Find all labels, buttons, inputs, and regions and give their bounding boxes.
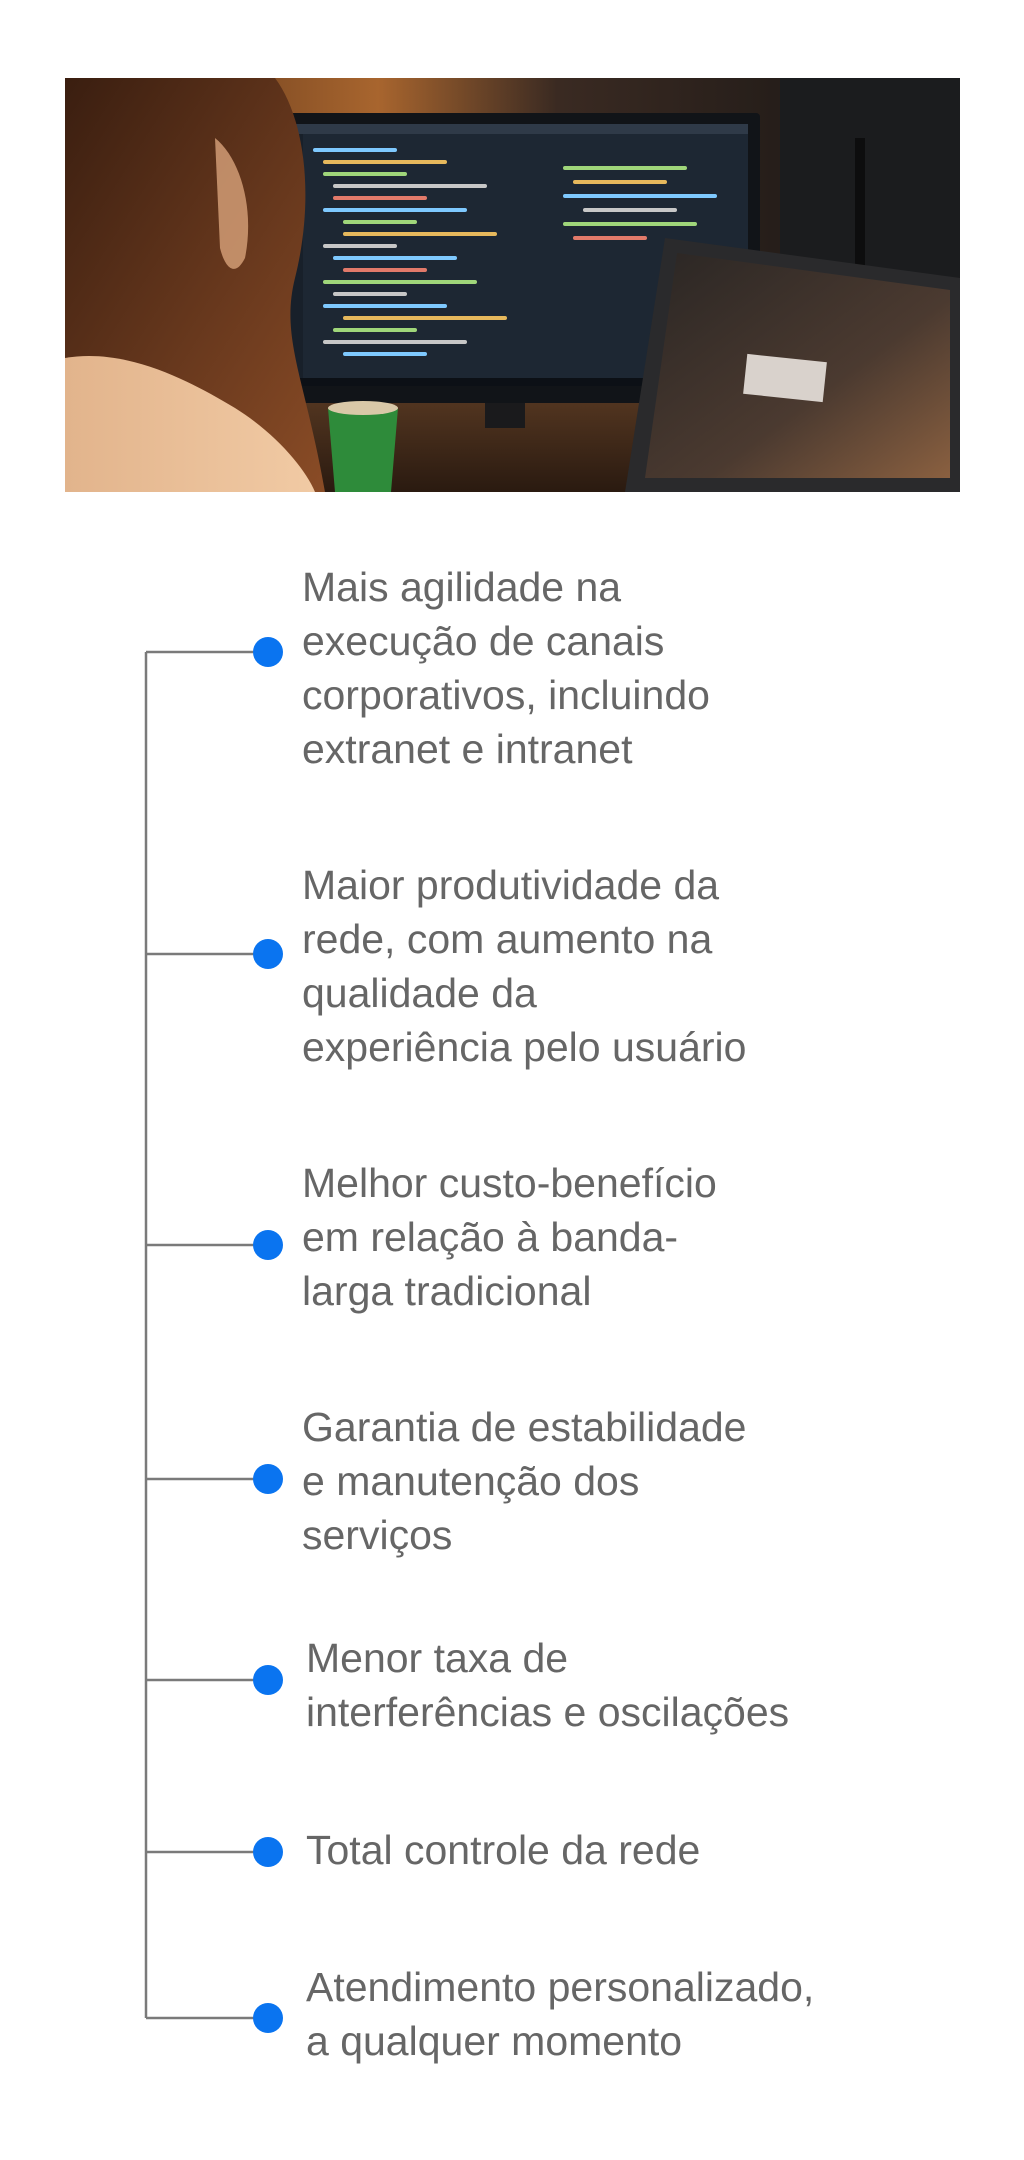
benefit-line: serviços	[302, 1512, 453, 1558]
benefit-item: Menor taxa de interferências e oscilações	[306, 1631, 789, 1739]
hero-photo	[65, 78, 960, 492]
benefit-line: em relação à banda-	[302, 1214, 679, 1260]
benefit-line: Menor taxa de	[306, 1635, 569, 1681]
benefit-line: execução de canais	[302, 618, 665, 664]
benefit-line: e manutenção dos	[302, 1458, 640, 1504]
bullet-dot-icon	[253, 1665, 283, 1695]
bullet-dot-icon	[253, 637, 283, 667]
benefit-item: Atendimento personalizado, a qualquer mom…	[306, 1960, 814, 2068]
benefit-line: Mais agilidade na	[302, 564, 622, 610]
benefit-line: corporativos, incluindo	[302, 672, 710, 718]
benefit-line: a qualquer momento	[306, 2018, 683, 2064]
bullet-dot-icon	[253, 939, 283, 969]
benefit-line: extranet e intranet	[302, 726, 633, 772]
benefit-line: rede, com aumento na	[302, 916, 713, 962]
bullet-dot-icon	[253, 2003, 283, 2033]
bullet-dot-icon	[253, 1464, 283, 1494]
benefit-line: Total controle da rede	[306, 1827, 701, 1873]
benefit-line: Garantia de estabilidade	[302, 1404, 747, 1450]
benefit-line: larga tradicional	[302, 1268, 592, 1314]
benefit-item: Melhor custo-benefício em relação à banda…	[302, 1156, 717, 1318]
benefit-line: interferências e oscilações	[306, 1689, 790, 1735]
benefit-line: experiência pelo usuário	[302, 1024, 747, 1070]
benefit-line: Maior produtividade da	[302, 862, 720, 908]
benefit-item: Mais agilidade na execução de canais corpo…	[302, 560, 710, 776]
benefit-item: Maior produtividade da rede, com aumento …	[302, 858, 746, 1074]
bullet-dot-icon	[253, 1230, 283, 1260]
benefit-item: Garantia de estabilidade e manutenção dos…	[302, 1400, 746, 1562]
benefit-line: Melhor custo-benefício	[302, 1160, 717, 1206]
benefit-item: Total controle da rede	[306, 1823, 700, 1877]
bullet-dot-icon	[253, 1837, 283, 1867]
benefit-line: qualidade da	[302, 970, 537, 1016]
benefit-line: Atendimento personalizado,	[306, 1964, 815, 2010]
